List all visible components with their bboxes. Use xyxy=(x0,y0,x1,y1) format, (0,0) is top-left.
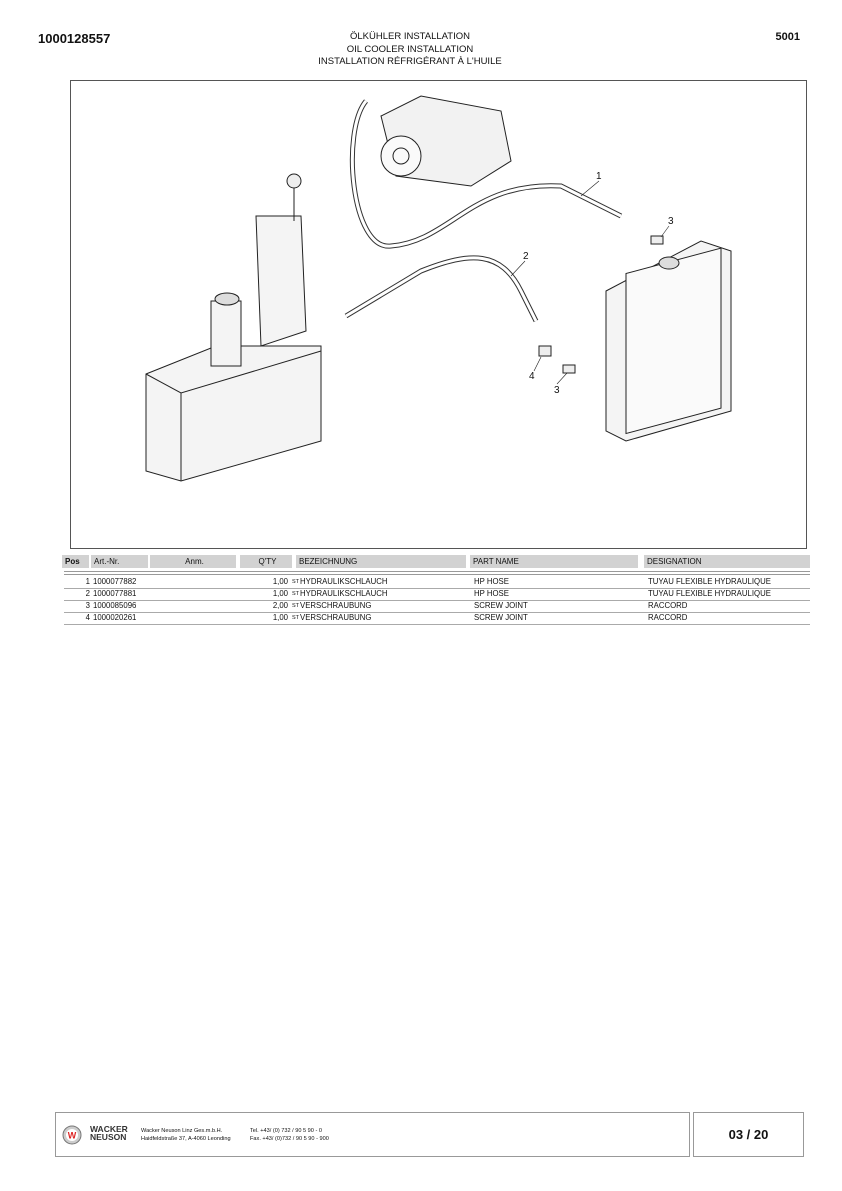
cell-art: 1000020261 xyxy=(93,613,137,622)
col-des: DESIGNATION xyxy=(644,555,810,568)
col-bez: BEZEICHNUNG xyxy=(296,555,466,568)
cell-qty: 1,00 xyxy=(272,613,288,622)
document-number: 1000128557 xyxy=(38,31,111,46)
cell-unit: ST xyxy=(292,579,300,585)
callout-3b: 3 xyxy=(554,385,560,396)
cell-bez: VERSCHRAUBUNG xyxy=(300,601,372,610)
cell-pos: 4 xyxy=(85,613,90,622)
section-number: 5001 xyxy=(775,31,800,43)
col-pos: Pos xyxy=(62,555,89,568)
col-anm: Anm. xyxy=(150,555,236,568)
title-en: OIL COOLER INSTALLATION xyxy=(346,43,474,55)
page-title: ÖLKÜHLER INSTALLATION OIL COOLER INSTALL… xyxy=(250,31,570,69)
company-info: Wacker Neuson Linz Ges.m.b.H.Haidfeldstr… xyxy=(141,1128,231,1142)
cell-pos: 3 xyxy=(85,601,90,610)
cell-part: HP HOSE xyxy=(474,577,509,586)
callout-4: 4 xyxy=(529,371,535,382)
cell-pos: 2 xyxy=(85,589,90,598)
callout-3a: 3 xyxy=(668,216,674,227)
table-header: Pos Art.-Nr. Anm. Q'TY BEZEICHNUNG PART … xyxy=(62,555,810,568)
cell-des: TUYAU FLEXIBLE HYDRAULIQUE xyxy=(648,577,771,586)
cell-des: RACCORD xyxy=(648,613,688,622)
cell-qty: 1,00 xyxy=(272,577,288,586)
title-de: ÖLKÜHLER INSTALLATION xyxy=(349,31,470,42)
cell-des: RACCORD xyxy=(648,601,688,610)
cell-unit: ST xyxy=(292,603,300,609)
callout-1: 1 xyxy=(596,171,602,182)
cell-qty: 1,00 xyxy=(272,589,288,598)
cell-bez: VERSCHRAUBUNG xyxy=(300,613,372,622)
cell-pos: 1 xyxy=(85,577,90,586)
cell-unit: ST xyxy=(292,591,300,597)
callout-2: 2 xyxy=(523,251,529,262)
wacker-neuson-logo-icon: W xyxy=(62,1125,82,1145)
exploded-drawing: 1 2 3 3 4 xyxy=(70,80,807,549)
title-fr: INSTALLATION RÉFRIGÉRANT À L'HUILE xyxy=(318,56,502,67)
cell-part: SCREW JOINT xyxy=(474,601,528,610)
cell-des: TUYAU FLEXIBLE HYDRAULIQUE xyxy=(648,589,771,598)
cell-bez: HYDRAULIKSCHLAUCH xyxy=(300,577,388,586)
cell-bez: HYDRAULIKSCHLAUCH xyxy=(300,589,388,598)
col-part: PART NAME xyxy=(470,555,638,568)
page-number: 03 / 20 xyxy=(693,1112,804,1157)
svg-text:W: W xyxy=(68,1131,77,1141)
cell-art: 1000077882 xyxy=(93,577,137,586)
oil-cooler-drawing: 1 2 3 3 4 xyxy=(145,95,732,482)
col-art: Art.-Nr. xyxy=(91,555,148,568)
cell-unit: ST xyxy=(292,615,300,621)
cell-part: SCREW JOINT xyxy=(474,613,528,622)
cell-art: 1000085096 xyxy=(93,601,137,610)
header-divider xyxy=(64,571,810,575)
cell-qty: 2,00 xyxy=(272,601,288,610)
cell-art: 1000077881 xyxy=(93,589,137,598)
cell-part: HP HOSE xyxy=(474,589,509,598)
col-qty: Q'TY xyxy=(240,555,292,568)
